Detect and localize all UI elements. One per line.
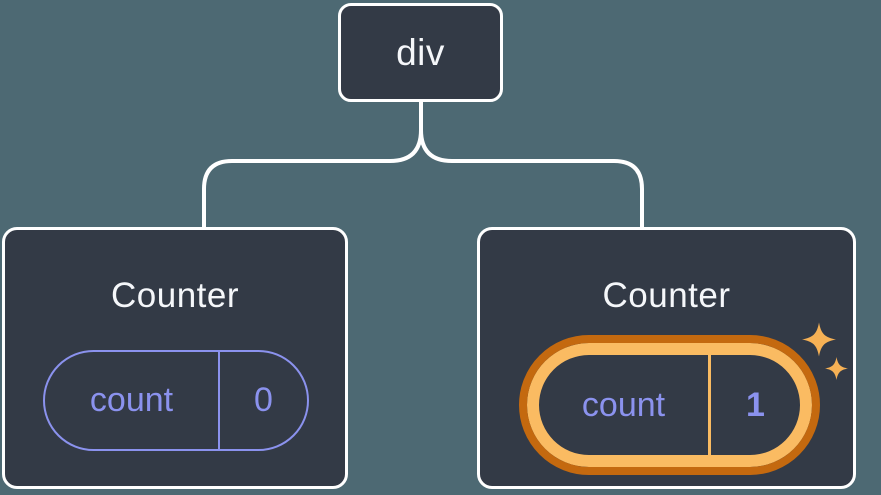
state-pill-count-0: count 0 — [43, 350, 309, 451]
state-pill-divider — [218, 352, 220, 449]
state-pill-count-1-highlighted: count 1 — [519, 335, 820, 475]
connector-left-branch — [202, 102, 423, 227]
tree-node-counter-left: Counter count 0 — [2, 227, 348, 489]
connector-right-branch — [419, 102, 644, 227]
sparkles-icon — [802, 322, 836, 357]
state-pill-divider — [708, 355, 711, 455]
counter-title: Counter — [602, 276, 731, 315]
state-value-label: 0 — [254, 381, 273, 419]
counter-title: Counter — [110, 276, 240, 315]
tree-node-counter-right: Counter count 1 — [477, 227, 856, 489]
root-node-label: div — [396, 31, 445, 73]
tree-node-div: div — [338, 3, 503, 102]
state-name-label: count — [581, 385, 666, 424]
state-value-label: 1 — [746, 385, 765, 424]
sparkles-icon — [825, 357, 848, 380]
state-name-label: count — [89, 381, 174, 419]
